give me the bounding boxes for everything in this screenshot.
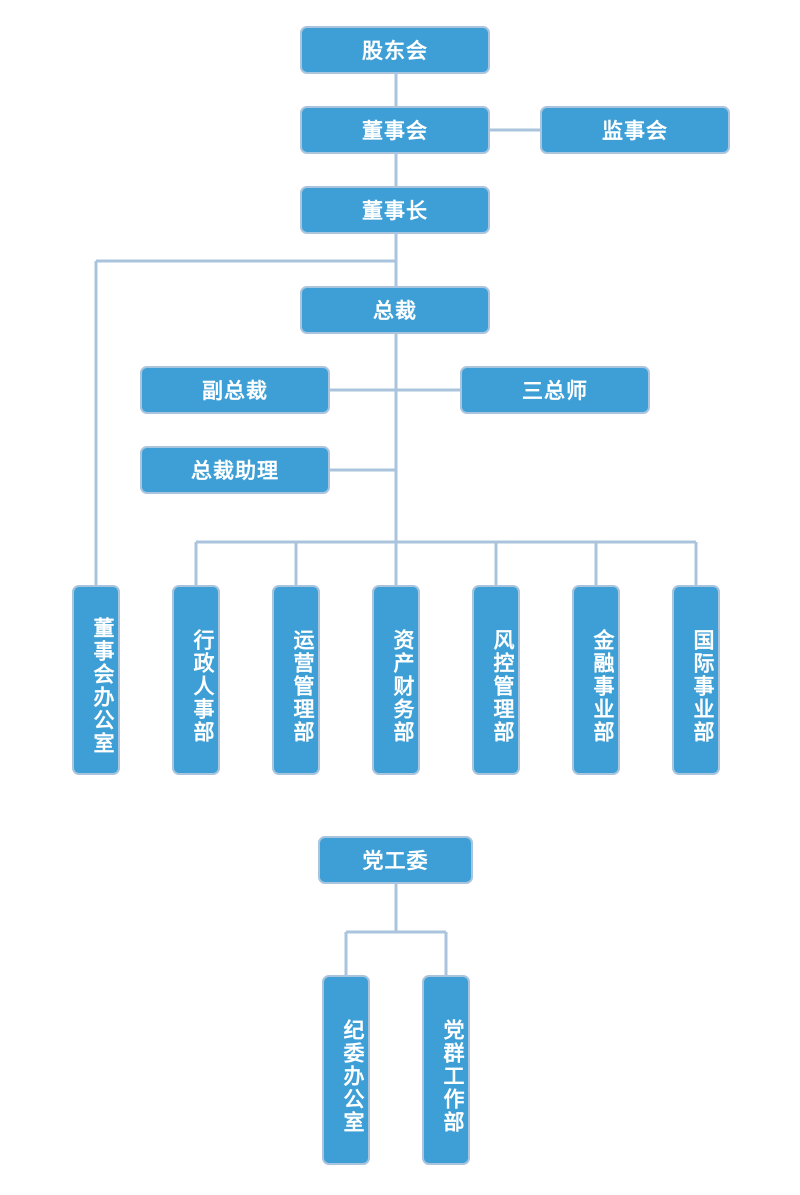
node-label: 资产财务部 bbox=[391, 628, 415, 744]
node-label: 三总师 bbox=[522, 379, 588, 403]
node-label: 党工委 bbox=[362, 849, 429, 873]
board-node: 董事会 bbox=[300, 106, 490, 154]
supervisors-node: 监事会 bbox=[540, 106, 730, 154]
discipline-office-node: 纪委办公室 bbox=[322, 975, 370, 1165]
vice-president-node: 副总裁 bbox=[140, 366, 330, 414]
node-label: 总裁 bbox=[373, 299, 417, 323]
node-label: 董事会 bbox=[362, 119, 428, 143]
node-label: 纪委办公室 bbox=[341, 1018, 365, 1134]
party-mass-work-node: 党群工作部 bbox=[422, 975, 470, 1165]
dept-asset-finance-node: 资产财务部 bbox=[372, 585, 420, 775]
node-label: 风控管理部 bbox=[491, 628, 515, 744]
node-label: 党群工作部 bbox=[441, 1018, 465, 1134]
chairman-node: 董事长 bbox=[300, 186, 490, 234]
board-office-node: 董事会办公室 bbox=[72, 585, 120, 775]
shareholders-node: 股东会 bbox=[300, 26, 490, 74]
node-label: 监事会 bbox=[602, 119, 668, 143]
dept-operations-node: 运营管理部 bbox=[272, 585, 320, 775]
dept-admin-hr-node: 行政人事部 bbox=[172, 585, 220, 775]
node-label: 运营管理部 bbox=[291, 628, 315, 744]
three-chiefs-node: 三总师 bbox=[460, 366, 650, 414]
dept-finance-business-node: 金融事业部 bbox=[572, 585, 620, 775]
president-node: 总裁 bbox=[300, 286, 490, 334]
node-label: 董事会办公室 bbox=[91, 617, 115, 755]
node-label: 金融事业部 bbox=[591, 628, 615, 744]
node-label: 行政人事部 bbox=[191, 628, 215, 744]
assistant-president-node: 总裁助理 bbox=[140, 446, 330, 494]
node-label: 国际事业部 bbox=[691, 628, 715, 744]
dept-risk-control-node: 风控管理部 bbox=[472, 585, 520, 775]
party-committee-node: 党工委 bbox=[318, 836, 473, 884]
node-label: 股东会 bbox=[362, 39, 428, 63]
node-label: 副总裁 bbox=[202, 379, 268, 403]
node-label: 总裁助理 bbox=[191, 459, 279, 483]
dept-international-node: 国际事业部 bbox=[672, 585, 720, 775]
node-label: 董事长 bbox=[362, 199, 428, 223]
